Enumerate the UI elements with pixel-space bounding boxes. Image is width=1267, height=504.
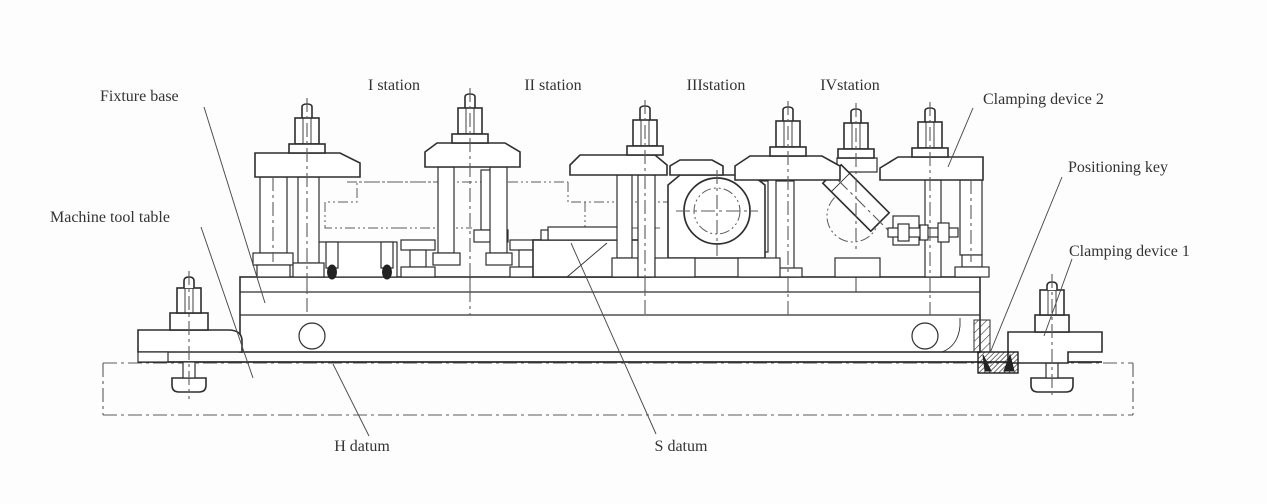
- side-clamp-screw: [887, 215, 959, 246]
- fixture-base-leader: [203, 106, 266, 304]
- station-3-label: IIIstation: [687, 77, 746, 94]
- strap-clamp-3: [569, 154, 668, 176]
- station-2-label: II station: [524, 77, 581, 94]
- positioning-key-label: Positioning key: [1068, 159, 1168, 176]
- base-hole-left: [298, 322, 326, 350]
- clamping-device-1-leader: [1043, 258, 1073, 337]
- strap-clamp-2: [424, 142, 521, 168]
- strap-clamps: [254, 142, 984, 181]
- clamping-device-1-label: Clamping device 1: [1069, 243, 1190, 260]
- t-nut-block: [400, 239, 436, 278]
- strap-clamp-5-clamping-device-2: [879, 156, 984, 181]
- positioning-key-leader: [989, 176, 1063, 354]
- right-table-clamp-device-1: [1007, 281, 1103, 393]
- clamp-plate: [1007, 331, 1103, 364]
- s-datum-plate: [547, 226, 621, 241]
- station-4-label: IVstation: [820, 77, 880, 94]
- locating-pin-tip: [327, 264, 337, 280]
- clamping-device-2-label: Clamping device 2: [983, 91, 1104, 108]
- stud-nut-assemblies: [288, 93, 949, 159]
- machine-tool-table-leader: [200, 226, 254, 379]
- strap-clamp-4: [734, 155, 841, 181]
- h-datum-label: H datum: [334, 438, 390, 455]
- support-blocks: [317, 169, 651, 280]
- locating-pin-tip: [382, 264, 392, 280]
- clamping-device-2-leader: [947, 107, 974, 168]
- fixture-base-body: [138, 276, 1102, 363]
- left-table-clamp: [137, 276, 243, 393]
- centerlines: [188, 88, 1053, 399]
- strap-clamp-1: [254, 152, 361, 178]
- base-hole-right: [911, 322, 939, 350]
- station2-supports: [432, 166, 513, 266]
- positioning-key-block: [977, 351, 1019, 374]
- s-datum-label: S datum: [655, 438, 708, 455]
- station3-supports: [611, 174, 656, 278]
- h-datum-leader: [332, 363, 370, 437]
- station-1-label: I station: [368, 77, 420, 94]
- fixture-base-label: Fixture base: [100, 88, 179, 105]
- machine-tool-table-label: Machine tool table: [50, 209, 170, 226]
- s-datum-leader: [570, 242, 657, 435]
- station1-supports: [252, 176, 325, 278]
- clamp-plate: [137, 329, 243, 353]
